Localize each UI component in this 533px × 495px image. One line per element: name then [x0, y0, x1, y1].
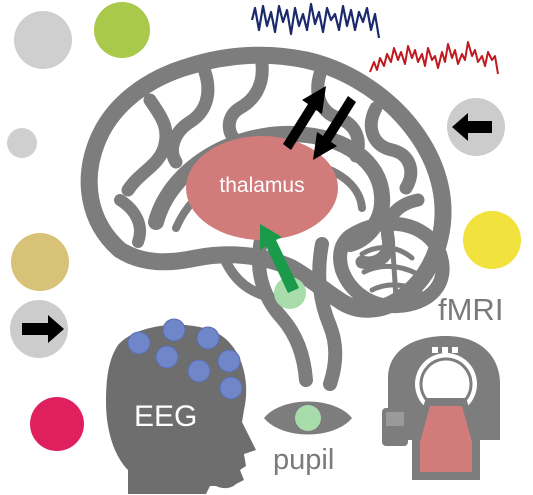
fmri-label: fMRI — [438, 292, 504, 327]
locus-coeruleus-spot — [274, 277, 306, 309]
stimulus-circle-gray-large — [14, 11, 72, 69]
bidirectional-arrows-icon — [283, 86, 356, 160]
stimulus-circle-yellow — [463, 211, 521, 269]
bold-signal-trace — [369, 41, 499, 75]
eeg-signal-trace — [250, 2, 381, 39]
eye-icon — [264, 401, 352, 435]
thalamus-label: thalamus — [219, 174, 305, 197]
pupil-label: pupil — [273, 444, 335, 476]
stimulus-circle-magenta — [30, 397, 84, 451]
head-silhouette — [106, 324, 256, 494]
thalamus-region — [186, 136, 338, 240]
left-arrow-icon — [447, 98, 505, 156]
right-arrow-icon — [10, 300, 68, 358]
stimulus-circle-gray-small — [7, 128, 37, 158]
stimulus-circle-green — [94, 2, 150, 58]
stimulus-circle-tan — [11, 233, 69, 291]
eeg-electrodes — [127, 318, 243, 400]
eeg-label: EEG — [134, 400, 198, 433]
mri-scanner-icon — [382, 336, 500, 480]
projection-arrow — [260, 224, 299, 293]
